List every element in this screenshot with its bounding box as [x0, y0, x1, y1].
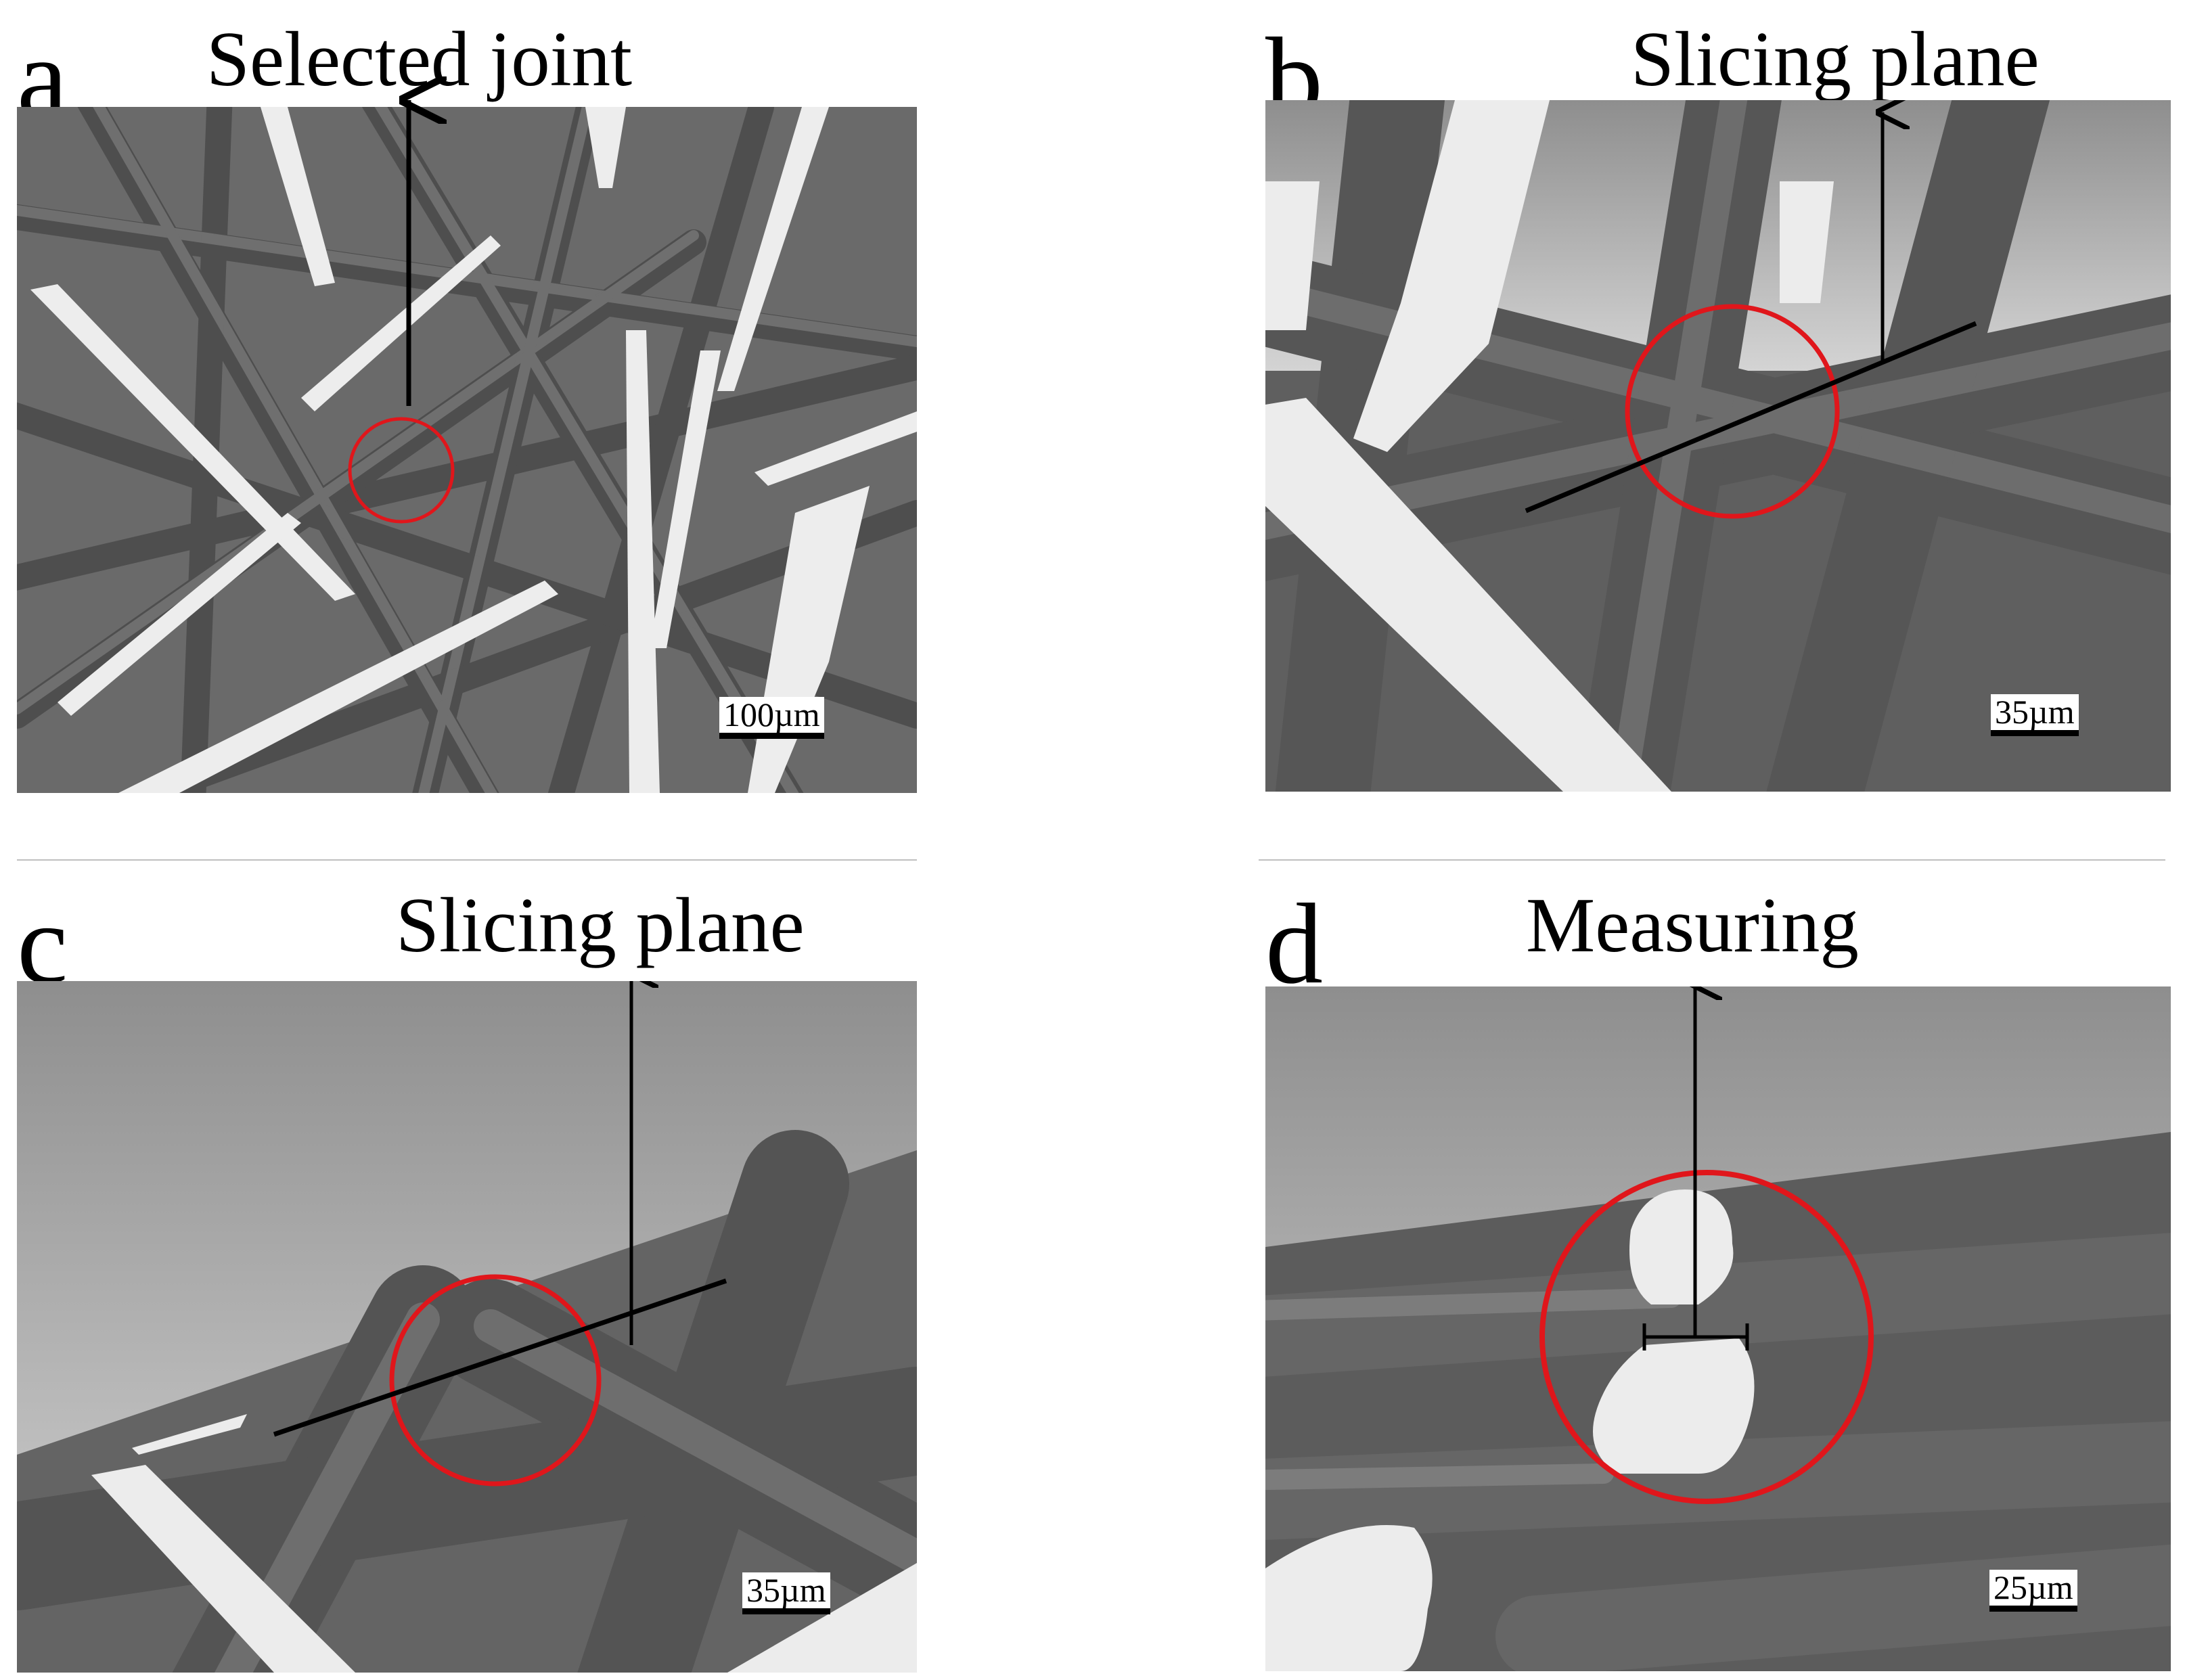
panel-title: Slicing plane: [1631, 16, 2040, 102]
panel-letter: d: [1265, 880, 1323, 1007]
scale-bar: 25µm: [1989, 1570, 2077, 1612]
micrograph-view: [17, 981, 917, 1673]
fiber-network-image: [17, 107, 917, 793]
panel-d: d Measuring 25µm: [1259, 873, 2185, 1678]
panel-title: Selected joint: [206, 16, 633, 102]
scale-bar: 35µm: [742, 1572, 830, 1614]
divider: [17, 859, 917, 861]
sliced-fiber-image: [17, 981, 917, 1673]
panel-b: b Slicing plane: [1259, 0, 2185, 798]
micrograph-view: [1265, 100, 2171, 792]
micrograph-view: [17, 107, 917, 793]
panel-c: c Slicing plane 35µm: [0, 873, 920, 1678]
divider: [1259, 859, 2165, 861]
micrograph-view: [1265, 986, 2171, 1671]
fiber-closeup-image: [1265, 100, 2171, 792]
joint-measurement-image: [1265, 986, 2171, 1671]
panel-a: a Selected joint: [0, 0, 920, 798]
scale-bar: 100µm: [719, 697, 824, 739]
panel-title: Measuring: [1526, 882, 1859, 968]
panel-title: Slicing plane: [396, 882, 805, 968]
scale-bar: 35µm: [1991, 694, 2079, 736]
